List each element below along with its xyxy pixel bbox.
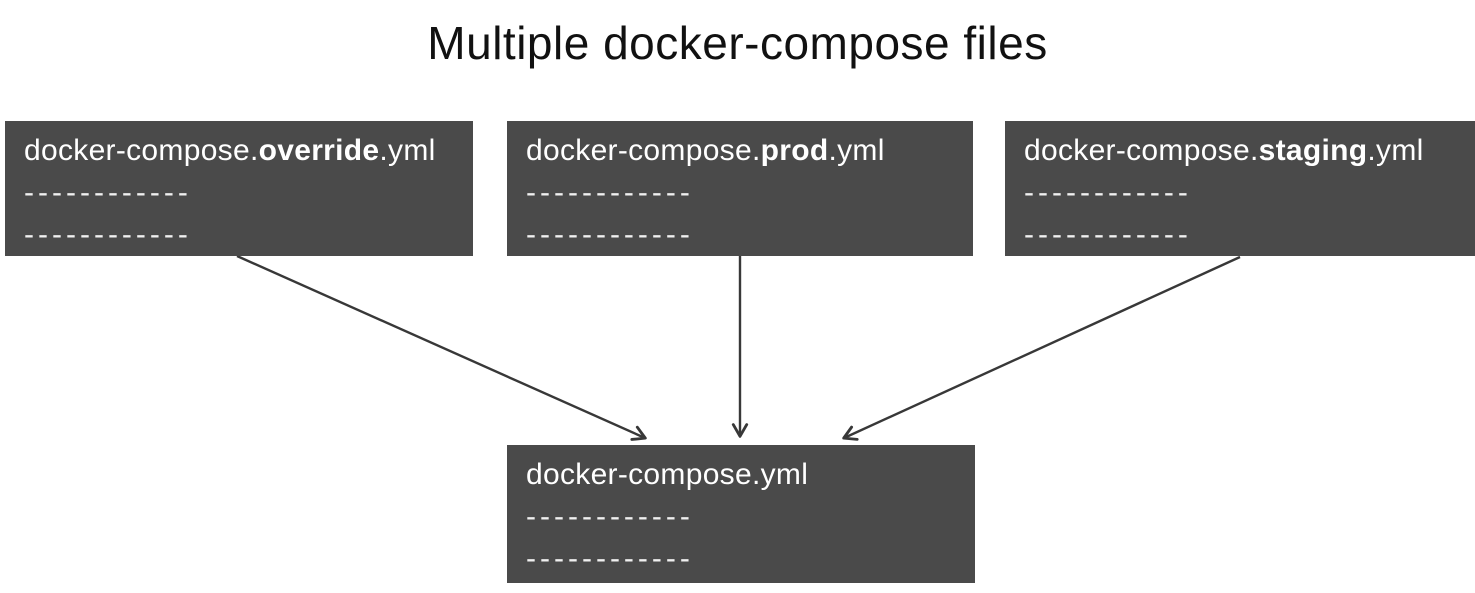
placeholder-dash-line: ------------ <box>526 176 694 209</box>
placeholder-dash-line: ------------ <box>1024 218 1192 251</box>
edge-override-to-main <box>236 254 647 441</box>
filename-label: docker-compose.prod.yml <box>526 130 955 172</box>
diagram-title: Multiple docker-compose files <box>427 17 1048 69</box>
node-docker-compose-main: docker-compose.yml ------------ --------… <box>507 445 975 583</box>
filename-prefix: docker-compose.yml <box>526 458 809 491</box>
filename-label: docker-compose.override.yml <box>24 130 455 172</box>
filename-suffix: .yml <box>828 134 885 167</box>
placeholder-dash-line: ------------ <box>24 176 192 209</box>
filename-label: docker-compose.staging.yml <box>1024 130 1457 172</box>
filename-emphasis: staging <box>1258 134 1368 167</box>
node-docker-compose-override: docker-compose.override.yml ------------… <box>5 121 473 256</box>
filename-prefix: docker-compose. <box>24 134 259 167</box>
filename-suffix: .yml <box>1367 134 1424 167</box>
placeholder-dash-line: ------------ <box>526 218 694 251</box>
placeholder-dash-line: ------------ <box>24 218 192 251</box>
filename-emphasis: override <box>258 134 380 167</box>
filename-prefix: docker-compose. <box>1024 134 1259 167</box>
node-docker-compose-staging: docker-compose.staging.yml ------------ … <box>1005 121 1475 256</box>
filename-emphasis: prod <box>760 134 829 167</box>
filename-prefix: docker-compose. <box>526 134 761 167</box>
edge-staging-to-main <box>842 255 1241 441</box>
placeholder-dash-line: ------------ <box>526 542 694 575</box>
node-docker-compose-prod: docker-compose.prod.yml ------------ ---… <box>507 121 973 256</box>
filename-suffix: .yml <box>379 134 436 167</box>
filename-label: docker-compose.yml <box>526 454 957 496</box>
placeholder-dash-line: ------------ <box>1024 176 1192 209</box>
placeholder-dash-line: ------------ <box>526 500 694 533</box>
